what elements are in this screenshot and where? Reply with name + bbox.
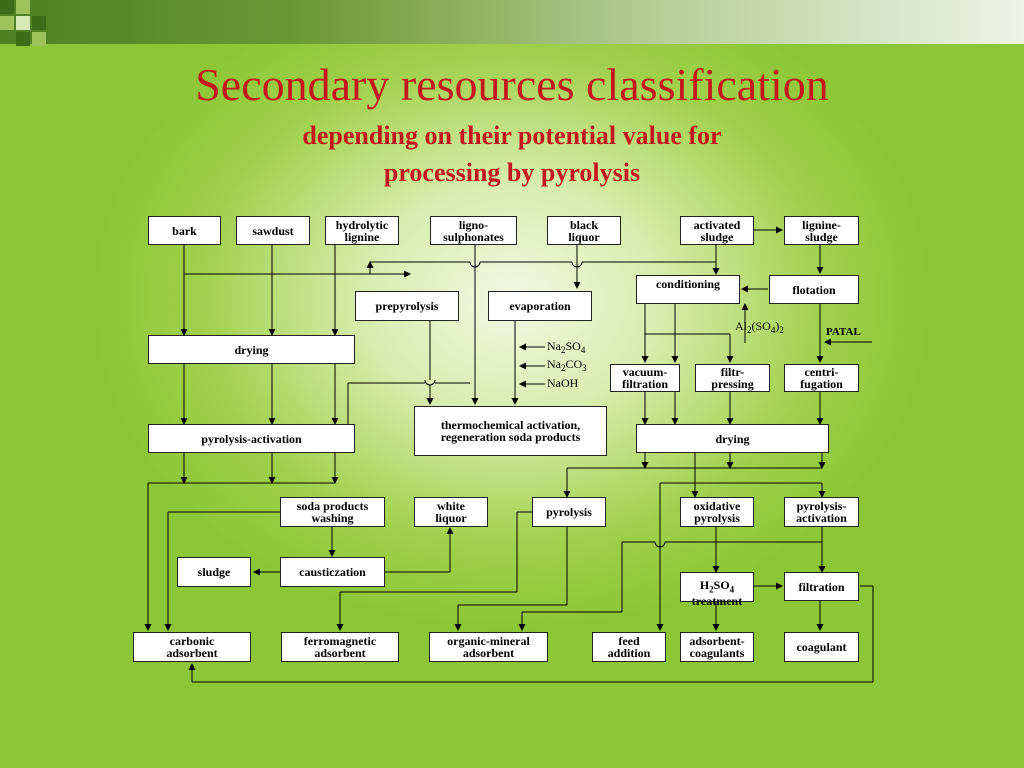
box-sludge: sludge [177, 557, 251, 587]
h2so4-sub: 4 [729, 584, 735, 595]
logo-square-2 [16, 0, 30, 14]
box-organic-mineral-adsorbent: organic-mineral adsorbent [429, 632, 548, 662]
box-prepyrolysis: prepyrolysis [355, 291, 459, 321]
chem-al2so43: Al2(SO4)2 [735, 320, 784, 336]
box-pyrolysis-activation: pyrolysis-activation [148, 424, 355, 453]
h2so4-part: SO [713, 577, 730, 592]
box-oxidative-pyrolysis: oxidative pyrolysis [680, 497, 754, 527]
box-lignine-sludge: lignine- sludge [784, 216, 859, 245]
na2co3-sub: 2 [561, 363, 566, 373]
box-ligno-sulphonates: ligno- sulphonates [430, 216, 517, 245]
box-pyrolysis: pyrolysis [532, 497, 606, 527]
box-evaporation: evaporation [488, 291, 592, 321]
box-soda-products-washing: soda products washing [280, 497, 385, 527]
box-ferromagnetic-adsorbent: ferromagnetic adsorbent [281, 632, 399, 662]
chem-naoh: NaOH [547, 376, 579, 390]
na2so4-sub: 2 [561, 345, 566, 355]
box-pyrolysis-activation-right: pyrolysis- activation [784, 497, 859, 527]
box-black-liquor: black liquor [547, 216, 621, 245]
subtitle-line-2: processing by pyrolysis [383, 158, 641, 187]
box-drying-left: drying [148, 335, 355, 364]
box-feed-addition: feed addition [592, 632, 666, 662]
slide-title: Secondary resources classification [195, 59, 829, 110]
box-h2so4-treatment: H2SO4 treatment [680, 572, 754, 607]
box-conditioning: conditioning [636, 275, 740, 304]
box-filtr-pressing: filtr- pressing [695, 364, 770, 392]
subtitle-line-1: depending on their potential value for [302, 121, 722, 150]
box-sawdust: sawdust [236, 216, 310, 245]
al2so43-part: ) [775, 319, 780, 333]
na2so4-sub: 4 [580, 345, 586, 355]
box-drying-right: drying [636, 424, 829, 453]
na2co3-part: CO [565, 357, 583, 371]
na2co3-part: Na [547, 357, 561, 371]
chem-patal: PATAL [826, 326, 861, 338]
logo-square-3 [0, 16, 14, 30]
box-thermochemical-activation: thermochemical activation, regeneration … [414, 406, 607, 456]
na2so4-part: SO [565, 339, 581, 353]
na2co3-sub: 3 [582, 363, 587, 373]
box-bark: bark [148, 216, 221, 245]
logo-square-7 [16, 32, 30, 46]
box-flotation: flotation [769, 275, 859, 304]
box-activated-sludge: activated sludge [680, 216, 754, 245]
box-centri-fugation: centri- fugation [784, 364, 859, 392]
box-filtration: filtration [784, 572, 859, 601]
na2so4-part: Na [547, 339, 561, 353]
box-white-liquor: white liquor [414, 497, 488, 527]
al2so43-sub: 4 [770, 325, 776, 335]
al2so43-part: Al [735, 319, 747, 333]
logo-square-6 [32, 32, 46, 46]
box-carbonic-adsorbent: carbonic adsorbent [133, 632, 251, 662]
al2so43-sub: 2 [747, 325, 752, 335]
logo-square-1 [0, 0, 14, 14]
box-causticzation: causticzation [280, 557, 385, 587]
h2so4-part: H [699, 577, 710, 592]
al2so43-sub: 2 [779, 325, 784, 335]
h2so4-treatment-label: treatment [691, 594, 743, 609]
logo-square-4 [16, 16, 30, 30]
box-adsorbent-coagulants: adsorbent- coagulants [680, 632, 754, 662]
box-hydrolytic-lignine: hydrolytic lignine [325, 216, 399, 245]
chem-na2co3: Na2CO3 [547, 358, 587, 374]
slide-subtitle: depending on their potential value for p… [0, 117, 1024, 191]
box-vacuum-filtration: vacuum- filtration [610, 364, 680, 392]
box-coagulant: coagulant [784, 632, 859, 662]
chem-na2so4: Na2SO4 [547, 340, 585, 356]
h2so4-formula: H2SO4 [700, 567, 734, 595]
al2so43-part: (SO [751, 319, 771, 333]
header-gradient-bar [0, 0, 1024, 44]
logo-square-5 [32, 16, 46, 30]
h2so4-sub: 2 [709, 584, 714, 595]
